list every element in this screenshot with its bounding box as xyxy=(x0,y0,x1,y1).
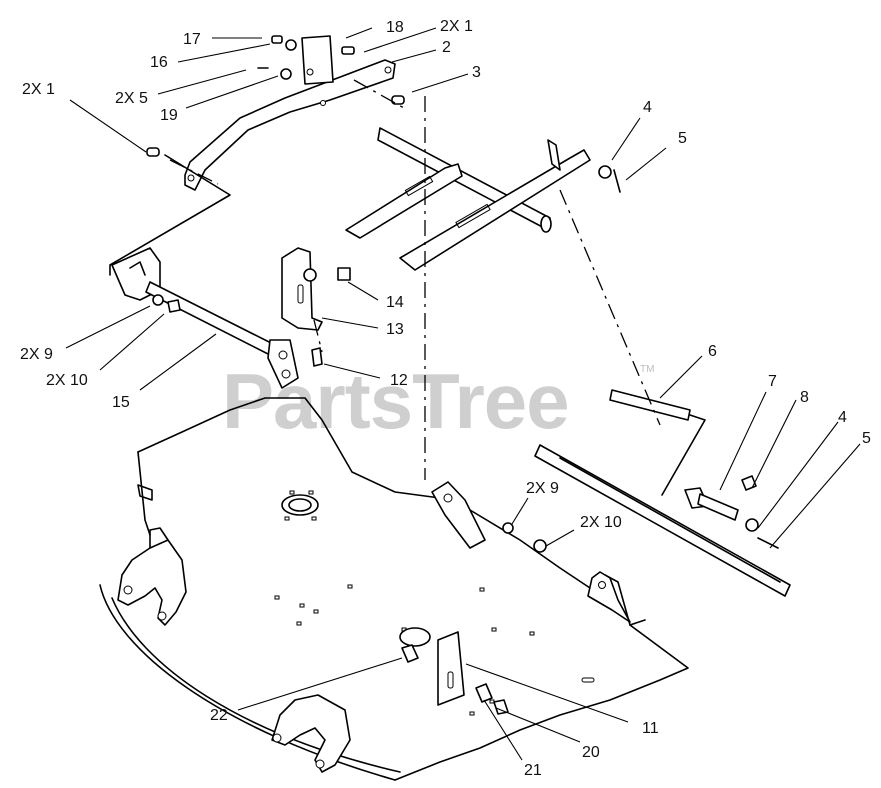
callout-labels: 17 18 2X 1 16 2 3 2X 1 2X 5 19 4 5 14 13… xyxy=(20,18,871,779)
lift-shaft-15 xyxy=(111,247,299,389)
assembly-centerlines xyxy=(169,79,661,480)
callout-2x10-left: 2X 10 xyxy=(46,372,88,389)
deck-side-rail xyxy=(534,444,791,597)
rod-6-linkage xyxy=(609,389,779,549)
callout-3: 3 xyxy=(472,64,481,81)
callout-2x10-right: 2X 10 xyxy=(580,514,622,531)
bracket-11 xyxy=(399,627,509,715)
callout-19: 19 xyxy=(160,107,178,124)
callout-22: 22 xyxy=(210,707,228,724)
callout-14: 14 xyxy=(386,294,404,311)
bracket-13 xyxy=(281,247,351,367)
callout-2x5: 2X 5 xyxy=(115,90,148,107)
callout-18: 18 xyxy=(386,19,404,36)
callout-20: 20 xyxy=(582,744,600,761)
callout-5-right: 5 xyxy=(862,430,871,447)
callout-8: 8 xyxy=(800,389,809,406)
callout-4-top: 4 xyxy=(643,99,652,116)
callout-11: 11 xyxy=(642,720,659,737)
watermark-trademark: TM xyxy=(640,364,654,375)
callout-2x9-right: 2X 9 xyxy=(526,480,559,497)
callout-4-right: 4 xyxy=(838,409,847,426)
callout-17: 17 xyxy=(183,31,201,48)
callout-5-top: 5 xyxy=(678,130,687,147)
callout-2x9-left: 2X 9 xyxy=(20,346,53,363)
callout-16: 16 xyxy=(150,54,168,71)
callout-13: 13 xyxy=(386,321,404,338)
callout-7: 7 xyxy=(768,373,777,390)
callout-12: 12 xyxy=(390,372,408,389)
deck-mount-bracket xyxy=(431,481,547,553)
lift-arm-assembly xyxy=(109,59,591,276)
callout-2x1-left: 2X 1 xyxy=(22,81,55,98)
callout-6: 6 xyxy=(708,343,717,360)
callout-2: 2 xyxy=(442,39,451,56)
mower-deck xyxy=(99,397,689,781)
callout-21: 21 xyxy=(524,762,542,779)
top-hardware xyxy=(146,35,621,193)
leader-lines xyxy=(65,27,861,761)
callout-2x1-top: 2X 1 xyxy=(440,18,473,35)
callout-15: 15 xyxy=(112,394,130,411)
